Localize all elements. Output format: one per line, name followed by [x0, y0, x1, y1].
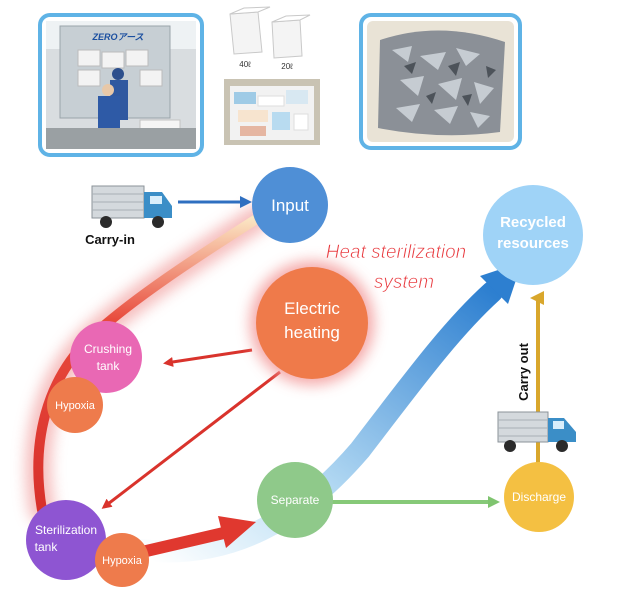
container-large-label: 40ℓ	[239, 60, 251, 69]
carry-in-label: Carry-in	[85, 232, 135, 247]
node-recycled-resources: Recycled resources	[483, 185, 583, 285]
node-heating-line2: heating	[284, 323, 340, 342]
node-sterilization-line2: tank	[35, 540, 59, 554]
node-discharge-label: Discharge	[512, 490, 566, 504]
node-hypoxia-bottom-label: Hypoxia	[102, 555, 143, 567]
photo-medical-waste	[224, 79, 320, 145]
system-title-line1: Heat sterilization	[326, 242, 466, 263]
node-recycled-line1: Recycled	[500, 214, 566, 231]
node-sterilization-line1: Sterilization	[35, 523, 97, 537]
arrow-hypoxia-to-separate	[136, 526, 234, 558]
container-small-label: 20ℓ	[281, 62, 293, 71]
node-heating-line1: Electric	[284, 299, 340, 318]
node-sterilization-tank: Sterilization tank	[26, 500, 106, 580]
arrow-head-separate	[218, 516, 256, 548]
arrow-heating-to-sterilization	[101, 370, 281, 509]
arrow-heating-to-crushing	[163, 348, 253, 367]
node-separate: Separate	[257, 462, 333, 538]
photo-truck-loading: ZEROアース	[38, 13, 204, 157]
truck-carry-out-icon	[497, 411, 576, 452]
node-recycled-line2: resources	[497, 235, 569, 252]
node-input-label: Input	[271, 196, 309, 215]
system-title-line2: system	[374, 272, 434, 293]
arrow-separate-to-recycled	[129, 281, 503, 563]
node-crushing-line2: tank	[97, 359, 121, 373]
node-hypoxia-top-label: Hypoxia	[55, 400, 96, 412]
node-separate-label: Separate	[271, 493, 320, 507]
photo-containers: 40ℓ 20ℓ	[229, 6, 311, 71]
carry-out-label: Carry out	[516, 342, 531, 400]
node-electric-heating: Electric heating	[250, 261, 374, 385]
node-crushing-tank: Crushing tank	[70, 321, 142, 393]
truck-sign: ZEROアース	[91, 32, 143, 42]
node-input: Input	[252, 167, 328, 243]
photo-crushed-material	[359, 13, 522, 150]
node-crushing-line1: Crushing	[84, 342, 132, 356]
node-hypoxia-top: Hypoxia	[47, 377, 103, 433]
node-discharge: Discharge	[504, 462, 574, 532]
node-hypoxia-bottom: Hypoxia	[95, 533, 149, 587]
truck-carry-in-icon	[91, 185, 172, 228]
